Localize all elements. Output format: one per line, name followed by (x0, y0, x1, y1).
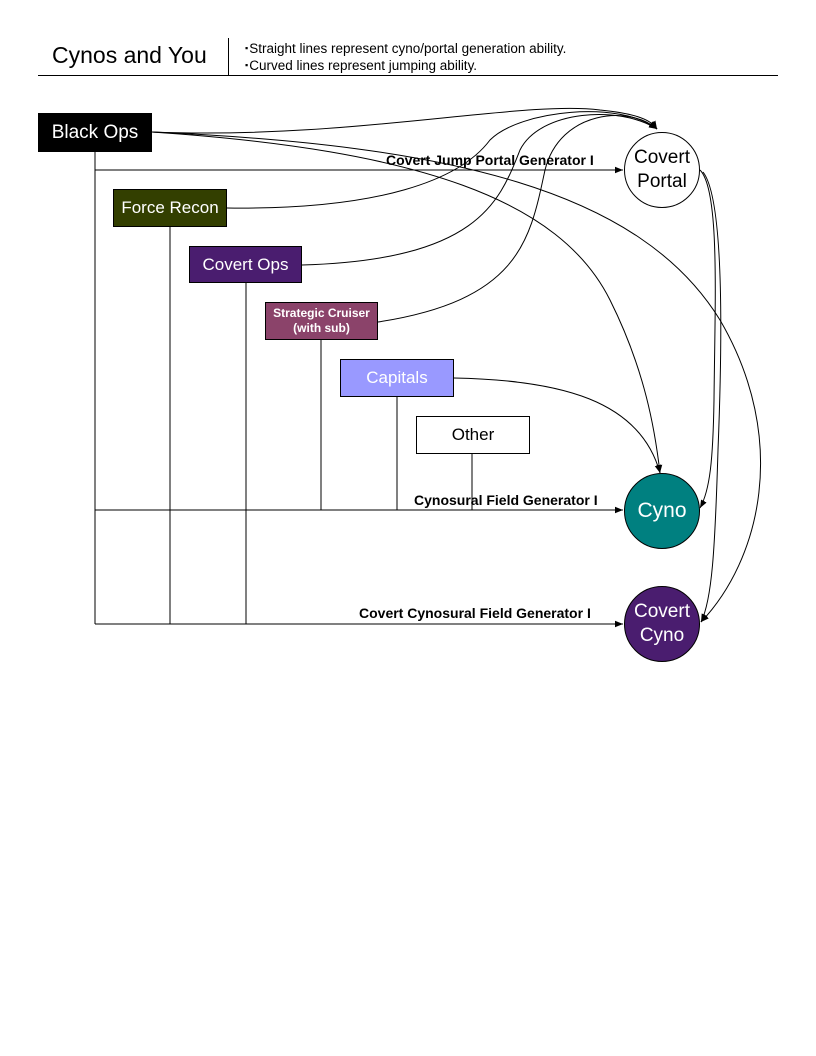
jump-covert-ops-to-covert-portal (301, 114, 658, 266)
ship-label-line1: Strategic Cruiser (273, 306, 370, 320)
title-divider (228, 38, 229, 76)
target-label-line1: Covert (634, 601, 690, 622)
generator-label-covert-portal: Covert Jump Portal Generator I (386, 152, 594, 168)
ship-capitals: Capitals (340, 359, 454, 397)
target-label-line2: Cyno (639, 625, 685, 646)
page-title: Cynos and You (52, 42, 207, 68)
generator-label-covert-cyno: Covert Cynosural Field Generator I (359, 605, 591, 621)
ship-label: Other (451, 425, 495, 444)
jump-covert-portal-to-covert-cyno (700, 171, 722, 623)
ship-black-ops: Black Ops (38, 113, 152, 152)
jump-force-recon-to-covert-portal (226, 111, 658, 209)
jump-black-ops-to-cyno (151, 131, 663, 474)
legend-curved-lines: Curved lines represent jumping ability. (245, 57, 566, 74)
legend: Straight lines represent cyno/portal gen… (245, 40, 566, 74)
target-covert-portal: Covert Portal (624, 132, 700, 208)
ship-covert-ops: Covert Ops (189, 246, 302, 283)
legend-straight-lines: Straight lines represent cyno/portal gen… (245, 40, 566, 57)
ship-label: Covert Ops (202, 254, 289, 274)
jump-strategic-cruiser-to-covert-portal (377, 115, 658, 323)
header-rule (38, 75, 778, 76)
ship-strategic-cruiser: Strategic Cruiser (with sub) (265, 302, 378, 340)
ship-other: Other (416, 416, 530, 454)
target-label-line2: Portal (637, 171, 687, 192)
generator-label-cyno: Cynosural Field Generator I (414, 492, 598, 508)
target-label-line1: Covert (634, 147, 690, 168)
target-covert-cyno: Covert Cyno (624, 586, 700, 662)
ship-label-line2: (with sub) (293, 321, 350, 335)
jump-black-ops-to-covert-portal (151, 107, 658, 134)
jump-capitals-to-cyno (453, 377, 661, 474)
target-cyno: Cyno (624, 473, 700, 549)
ship-force-recon: Force Recon (113, 189, 227, 227)
ship-label: Capitals (366, 368, 428, 387)
ship-label: Black Ops (51, 121, 139, 143)
jump-black-ops-to-covert-cyno (151, 131, 762, 623)
ship-label: Force Recon (121, 198, 219, 217)
target-label: Cyno (637, 499, 687, 522)
jump-covert-portal-to-cyno (699, 169, 716, 509)
